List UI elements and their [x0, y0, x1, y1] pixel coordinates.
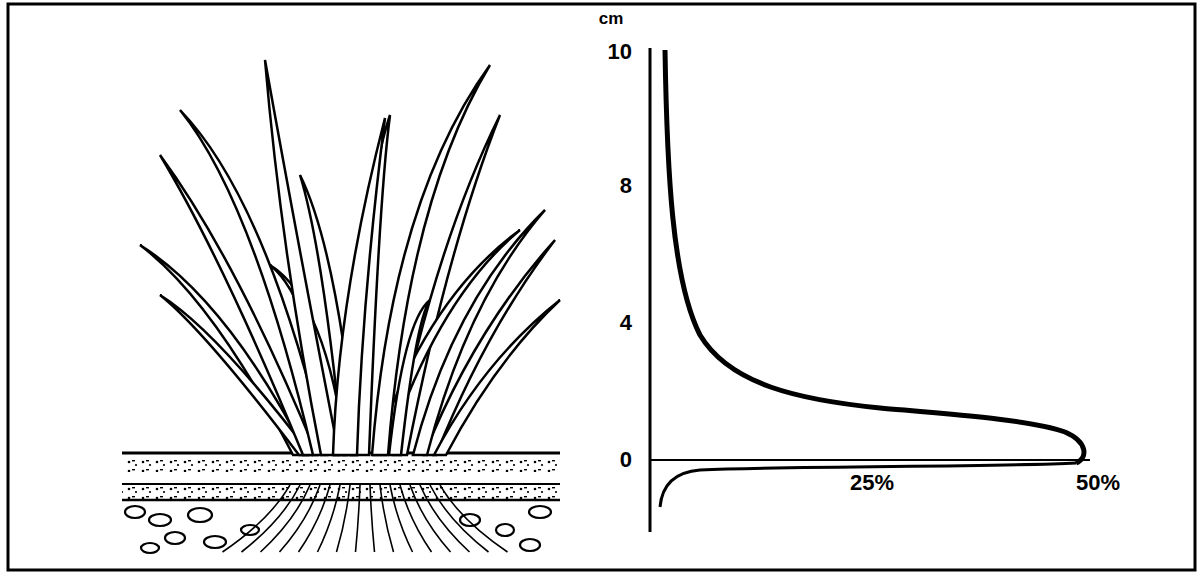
grass-leaf: [333, 118, 385, 455]
tick-label: 25%: [850, 472, 894, 494]
pebble: [520, 539, 540, 551]
soil: [122, 453, 560, 500]
root: [261, 485, 311, 552]
root: [420, 485, 470, 552]
profile-curve: [665, 50, 1084, 463]
root: [430, 485, 489, 552]
root: [299, 485, 331, 552]
tick-label: 10: [608, 41, 632, 63]
root: [356, 485, 361, 552]
pebble: [188, 508, 212, 522]
pebble: [529, 506, 551, 518]
pebble: [165, 532, 185, 544]
pebble: [125, 506, 145, 518]
tick-label: 4: [620, 312, 632, 334]
pebble: [496, 524, 514, 536]
root: [223, 485, 291, 552]
root: [410, 485, 451, 552]
grass-leaf: [389, 300, 430, 455]
grass-leaf: [434, 300, 560, 455]
frame: [8, 4, 1195, 570]
root: [318, 485, 341, 552]
root: [390, 485, 413, 552]
axis-unit: cm: [599, 10, 624, 27]
root: [280, 485, 321, 552]
root: [400, 485, 432, 552]
root: [440, 485, 508, 552]
root: [370, 485, 375, 552]
tick-label: 8: [620, 175, 632, 197]
grass-tussock: [140, 60, 560, 455]
zero-line: [650, 459, 1090, 461]
profile-chart: [650, 48, 1090, 532]
pebble: [141, 543, 159, 553]
root-curve: [660, 463, 1076, 507]
roots: [223, 485, 508, 552]
root: [337, 485, 351, 552]
tick-label: 50%: [1076, 472, 1120, 494]
pebble: [204, 536, 226, 548]
pebble: [149, 514, 171, 526]
tick-label: 0: [620, 449, 632, 471]
